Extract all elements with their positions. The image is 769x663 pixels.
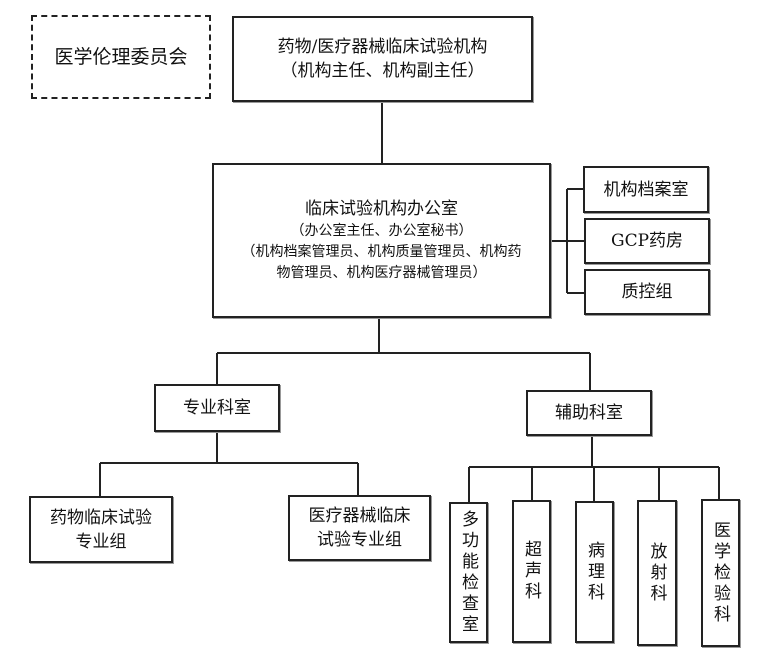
institution-title: 药物/医疗器械临床试验机构 <box>277 37 488 57</box>
group-line: 医疗器械临床 <box>308 506 411 526</box>
institution-subtitle: （机构主任、机构副主任） <box>280 61 485 81</box>
office-unit-label: GCP药房 <box>610 231 684 251</box>
aux-dept-label: 放射科 <box>646 541 667 605</box>
aux-dept-label: 超声科 <box>521 540 541 603</box>
office-unit-gcp-pharmacy: GCP药房 <box>584 218 710 264</box>
office-unit-archives: 机构档案室 <box>583 166 709 213</box>
office-line4: 物管理员、机构医疗器械管理员） <box>276 265 487 281</box>
group-line: 药物临床试验 <box>50 507 152 528</box>
office-unit-label: 质控组 <box>621 282 673 302</box>
drug-trial-group-box: 药物临床试验 专业组 <box>29 496 173 563</box>
group-line: 试验专业组 <box>317 530 402 550</box>
auxiliary-dept-label: 辅助科室 <box>555 403 623 423</box>
ethics-committee-box: 医学伦理委员会 <box>31 15 211 99</box>
institution-box: 药物/医疗器械临床试验机构 （机构主任、机构副主任） <box>232 16 533 102</box>
office-box: 临床试验机构办公室 （办公室主任、办公室秘书） （机构档案管理员、机构质量管理员… <box>212 163 551 318</box>
aux-dept-label: 病理科 <box>584 540 604 604</box>
professional-dept-box: 专业科室 <box>154 384 280 432</box>
aux-dept-label: 医学检验科 <box>710 520 730 626</box>
office-line2: （办公室主任、办公室秘书） <box>290 223 473 239</box>
office-title: 临床试验机构办公室 <box>305 199 458 219</box>
auxiliary-dept-box: 辅助科室 <box>526 390 652 436</box>
aux-dept-radiology: 放射科 <box>637 500 677 646</box>
professional-dept-label: 专业科室 <box>183 398 251 418</box>
aux-dept-multifunction: 多功能检查室 <box>449 502 488 643</box>
aux-dept-pathology: 病理科 <box>575 501 614 643</box>
device-trial-group-box: 医疗器械临床 试验专业组 <box>288 495 431 561</box>
aux-dept-lab: 医学检验科 <box>701 499 740 647</box>
office-unit-qc-group: 质控组 <box>584 269 710 315</box>
aux-dept-ultrasound: 超声科 <box>512 500 551 643</box>
office-line3: （机构档案管理员、机构质量管理员、机构药 <box>241 244 522 260</box>
ethics-committee-label: 医学伦理委员会 <box>54 46 188 68</box>
aux-dept-label: 多功能检查室 <box>458 509 478 636</box>
office-unit-label: 机构档案室 <box>603 179 689 200</box>
group-line: 专业组 <box>75 531 127 552</box>
